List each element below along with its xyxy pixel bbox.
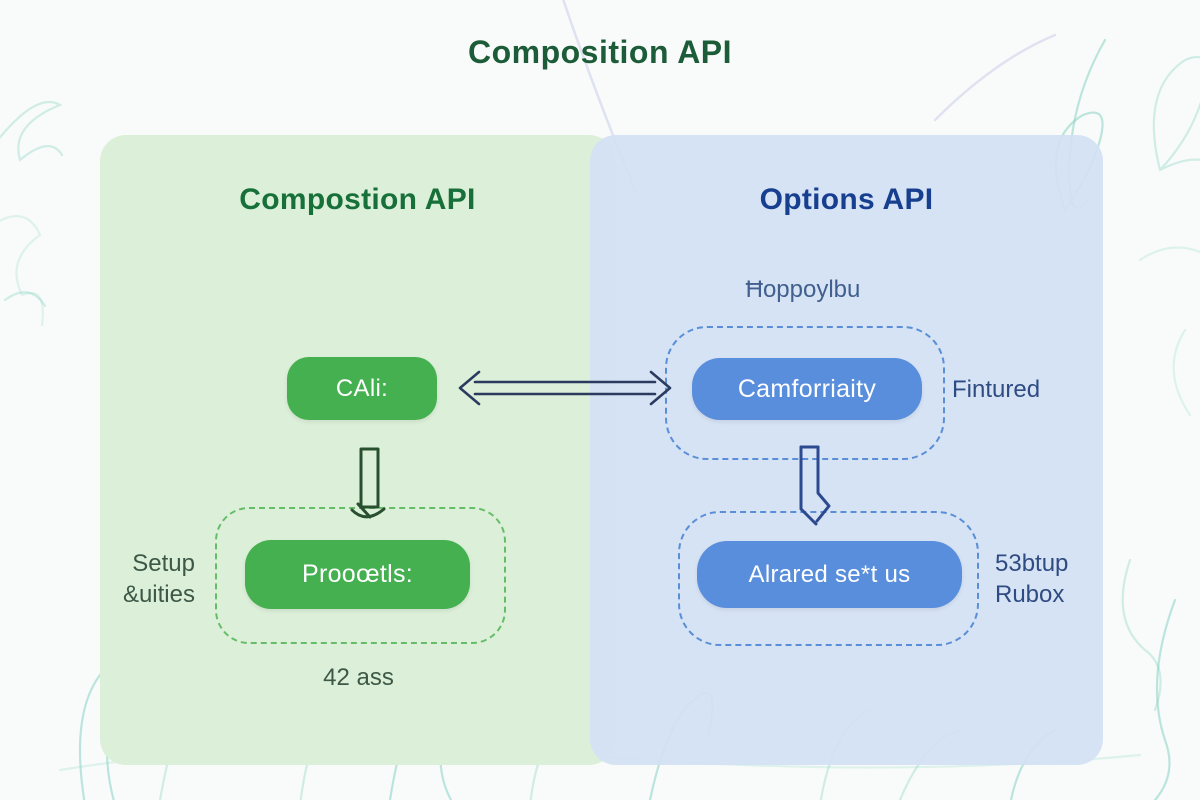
left-caption: 42 ass	[323, 664, 394, 691]
cali-node: CAli:	[287, 357, 437, 420]
setup-side-label: Setup &uities	[75, 548, 195, 610]
setup-side-label-line1: Setup	[132, 550, 195, 577]
right-dashed-group-bottom	[678, 511, 979, 646]
setup-side-label-line2: &uities	[122, 581, 195, 608]
right-panel-title: Options API	[759, 183, 934, 216]
diagram-title: Composition API	[467, 34, 733, 70]
composition-api-panel	[100, 135, 615, 765]
camforriaity-node: Camforriaity	[692, 358, 922, 420]
down-arrow-icon	[799, 445, 831, 526]
fintured-side-label: Fintured	[952, 376, 1041, 403]
rubox-side-label: 53btup Rubox	[995, 548, 1125, 610]
rubox-side-label-line2: Rubox	[995, 581, 1065, 608]
options-api-panel	[590, 135, 1103, 765]
double-headed-arrow-icon	[458, 370, 672, 406]
rubox-side-label-line1: 53btup	[995, 550, 1069, 577]
right-top-label: Ħoppoylbu	[745, 276, 861, 303]
down-arrow-icon	[350, 447, 386, 519]
alrared-node: Alrared se*t us	[697, 541, 962, 608]
left-panel-title: Compostion API	[239, 183, 476, 216]
proo-node: Prooœtls:	[245, 540, 470, 609]
